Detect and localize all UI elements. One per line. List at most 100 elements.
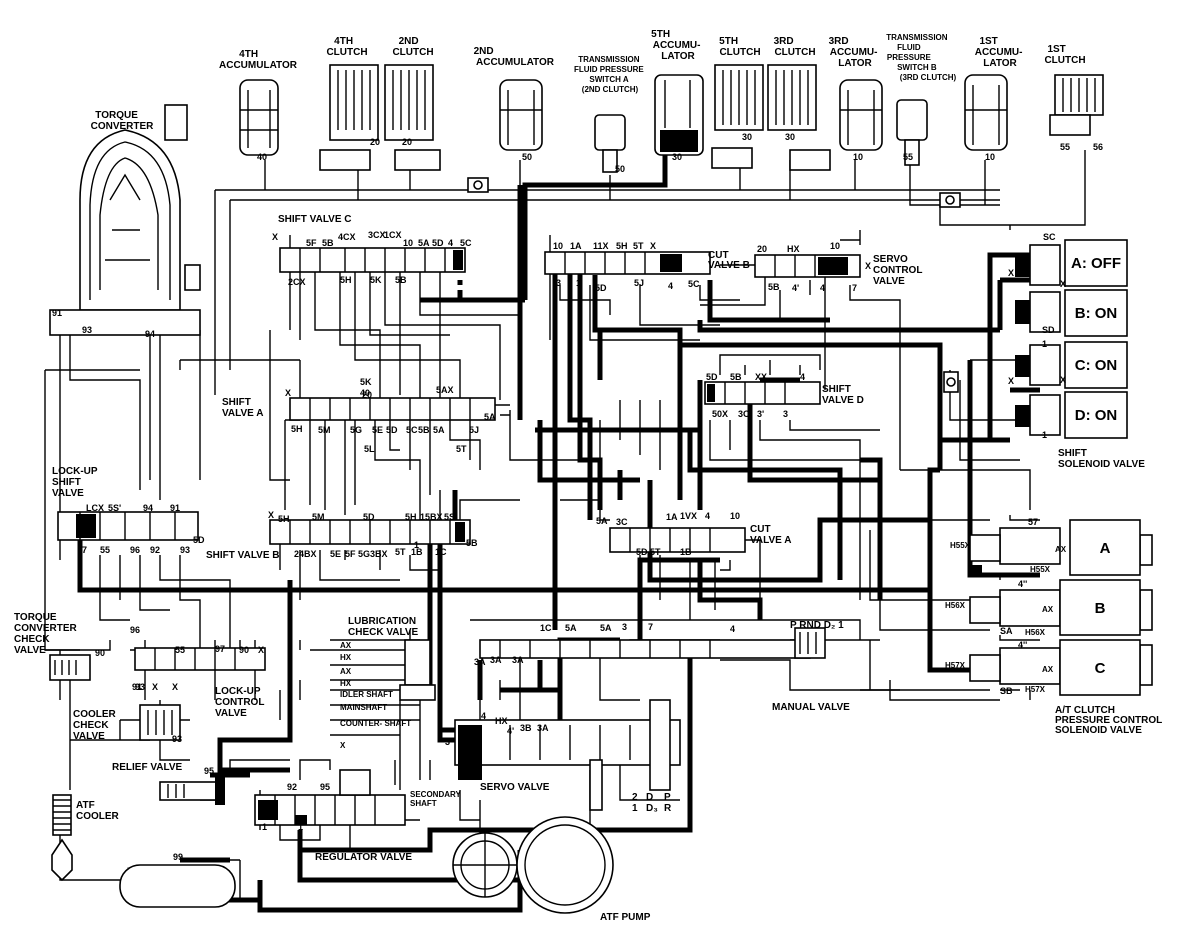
svg-text:H55X: H55X (950, 541, 971, 550)
port-label-misc-25: 7 (648, 622, 653, 632)
label-lube-check-valve: LUBRICATION CHECK VALVE (348, 616, 419, 638)
shift-valve-b-body (269, 519, 471, 545)
port-label-sva-9: 5E (372, 425, 383, 435)
port-label-misc-33: 3A (537, 723, 549, 733)
svg-text:AX: AX (1042, 605, 1054, 614)
port-label-misc-28: 3A (474, 657, 486, 667)
solenoid-c-state: C: ON (1075, 357, 1118, 374)
clutch2-body (384, 64, 441, 171)
port-label-misc-24: 3 (622, 622, 627, 632)
port-label-scv-1: HX (787, 244, 800, 254)
port-label-cva-0: 5A (596, 516, 608, 526)
port-label-svb-11: 3BX (370, 549, 388, 559)
solenoid-b-box (1064, 289, 1128, 337)
servo-valve-body (454, 699, 681, 811)
solenoid-a-state: A: OFF (1071, 255, 1121, 272)
svg-text:D₃: D₃ (646, 803, 658, 814)
port-label-svc-5: 1CX (384, 230, 402, 240)
port-label-sva-13: 5A (433, 425, 445, 435)
label-acc1: 1ST ACCUMU- LATOR (975, 36, 1026, 69)
port-label-misc-43: 30 (742, 132, 752, 142)
port-label-svc-1: 5F (306, 238, 317, 248)
solenoid-state-panel: A: OFF B: ON C: ON D: ON (1064, 239, 1128, 439)
torque-converter-body (49, 104, 201, 336)
label-cooler-check-valve: COOLER CHECK VALVE (73, 709, 119, 742)
port-label-misc-11: X (152, 682, 158, 692)
label-atf-cooler: ATF COOLER (76, 800, 120, 822)
atf-pump-body (452, 816, 614, 914)
relief-valve-body (159, 777, 225, 805)
svg-text:2: 2 (632, 792, 638, 803)
port-label-lsv-0: LCX (86, 503, 104, 513)
lockup-shift-valve-body (57, 511, 199, 541)
solenoid-d-state: D: ON (1075, 407, 1118, 424)
svg-text:D: D (646, 792, 653, 803)
port-label-svd-1: 5B (730, 372, 742, 382)
port-label-scv-6: 7 (852, 283, 857, 293)
svg-text:AX: AX (340, 667, 352, 676)
port-label-misc-62: X (1060, 375, 1066, 385)
port-label-misc-61: X (1060, 279, 1066, 289)
label-acc4: 4TH ACCUMULATOR (219, 49, 298, 71)
shift-solenoid-bodies (1015, 244, 1061, 436)
port-label-sva-14: 5J (469, 425, 479, 435)
port-label-misc-20: 99 (173, 852, 183, 862)
port-label-svd-4: 50X (712, 409, 728, 419)
port-label-misc-13: 93 (172, 734, 182, 744)
port-label-lsv-5: 55 (100, 545, 110, 555)
svg-text:R: R (664, 803, 672, 814)
check-valves-top (467, 177, 961, 393)
port-label-misc-9: X (258, 645, 264, 655)
clutch3-body (767, 64, 831, 171)
port-label-misc-22: 5A (565, 623, 577, 633)
port-label-misc-50: 57 (1028, 517, 1038, 527)
solenoid-a-box (1064, 239, 1128, 287)
port-label-misc-3: 90 (95, 648, 105, 658)
port-label-misc-5: 91 (132, 682, 142, 692)
cooler-check-valve-body (139, 704, 181, 741)
label-servo-control-valve: SERVO CONTROL VALVE (873, 254, 925, 287)
port-label-cva-8: 1B (680, 547, 692, 557)
acc3-body (839, 79, 883, 151)
port-label-cvb-10: 4 (668, 281, 673, 291)
label-tfps-a: TRANSMISSION FLUID PRESSURE SWITCH A (2N… (574, 55, 646, 94)
port-label-lsv-1: 5S' (108, 503, 121, 513)
svg-text:P: P (664, 792, 671, 803)
clutch1-body (1049, 74, 1104, 136)
label-clutch5: 5TH CLUTCH (719, 36, 760, 58)
port-label-cvb-7: 1 (576, 278, 581, 288)
port-label-cvb-5: X (650, 241, 656, 251)
svg-text:AX: AX (340, 641, 352, 650)
port-label-misc-41: 50 (615, 164, 625, 174)
port-label-misc-31: HX (495, 716, 508, 726)
shift-valve-a-body (289, 397, 496, 421)
svg-text:H55X: H55X (1030, 565, 1051, 574)
svg-text:H57X: H57X (945, 661, 966, 670)
port-label-misc-44: 30 (785, 132, 795, 142)
port-label-misc-6: 55 (175, 645, 185, 655)
port-label-misc-35: 4' (507, 726, 514, 736)
label-cut-valve-b: CUT VALVE B (708, 250, 750, 271)
label-clutch3: 3RD CLUTCH (774, 36, 816, 58)
port-label-misc-29: 3A (490, 655, 502, 665)
pcs-port-labels: H55X AX H55X H56X AX H56X H57X AX H57X (945, 541, 1067, 694)
port-label-cva-6: 5D (636, 547, 648, 557)
atf-cooler-body (51, 794, 73, 882)
port-label-cva-5: 10 (730, 511, 740, 521)
port-label-svc-0: X (272, 232, 278, 242)
servo-control-valve-body (754, 254, 861, 278)
port-label-svb-12: 5T (395, 547, 406, 557)
label-shift-valve-d: SHIFT VALVE D (822, 384, 864, 406)
port-label-scv-3: 5B (768, 282, 780, 292)
label-lockup-control-valve: LOCK-UP CONTROL VALVE (215, 686, 267, 719)
tfps-b-body (896, 99, 928, 166)
port-label-cvb-4: 5T (633, 241, 644, 251)
port-label-misc-4: 96 (130, 625, 140, 635)
port-label-misc-49: 56 (1093, 142, 1103, 152)
port-label-svc-13: 5K (370, 275, 382, 285)
port-label-svb-13: 1B (411, 547, 423, 557)
port-label-svc-9: 4 (448, 238, 453, 248)
port-label-misc-7: 97 (215, 644, 225, 654)
reservoir-body (119, 864, 236, 908)
port-label-cvb-9: 5J (634, 278, 644, 288)
